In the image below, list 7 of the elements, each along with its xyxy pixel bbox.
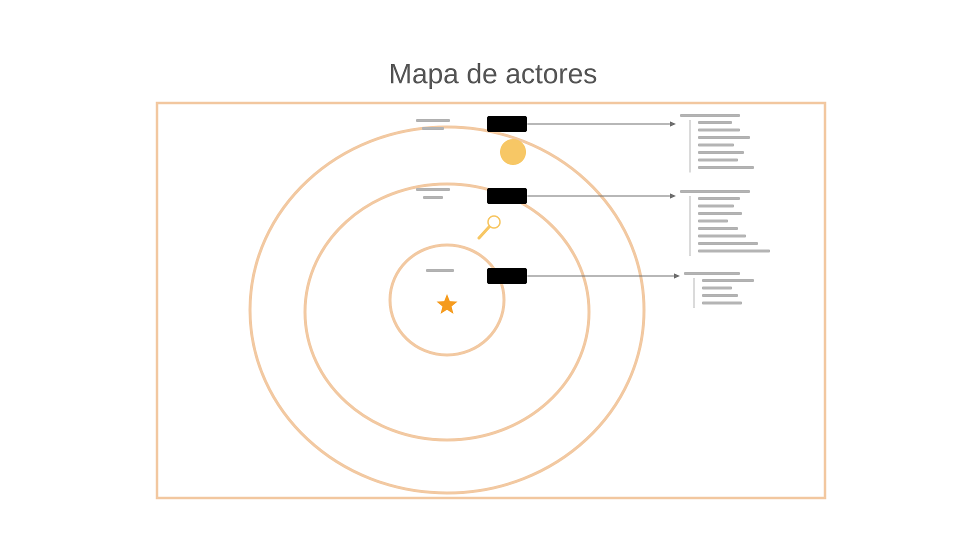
dark-box [487, 116, 527, 132]
title: Mapa de actores [391, 62, 596, 90]
dark-box [487, 188, 527, 204]
list-drawing [680, 190, 770, 256]
dark-box [487, 268, 527, 284]
list-drawing [680, 114, 754, 173]
list-drawing [684, 272, 754, 308]
